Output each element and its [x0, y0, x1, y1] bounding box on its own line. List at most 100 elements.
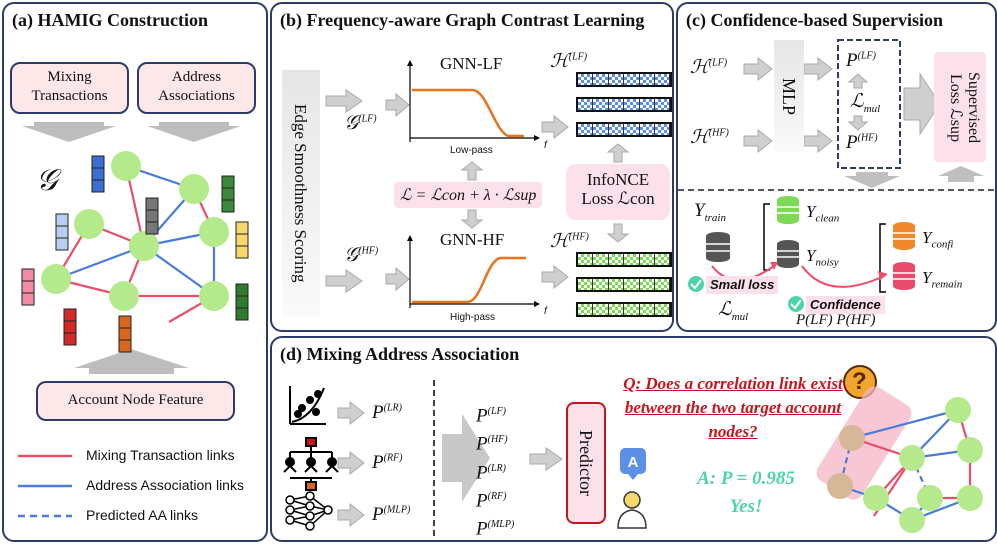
big-arrow-to-stack — [442, 414, 490, 502]
loss-formula: ℒ = ℒcon + λ · ℒsup — [400, 187, 537, 204]
small-loss-tag: Small loss — [706, 276, 779, 294]
mlp-label: MLP — [779, 78, 799, 116]
y-confi-symbol: Y — [922, 228, 932, 247]
embedding-row — [576, 122, 673, 137]
c-h-lf-symbol: ℋ — [690, 57, 709, 78]
y-noisy-subscript: noisy — [815, 256, 839, 269]
user-icon — [617, 491, 647, 529]
embedding-row — [576, 72, 673, 87]
embedding-row — [576, 302, 673, 317]
stack-p-lr: P(LR) — [476, 457, 514, 485]
embedding-cell — [624, 99, 640, 110]
low-pass-label: Low-pass — [450, 145, 493, 156]
feature-vector-blue — [91, 155, 105, 193]
stack-sup: (LF) — [487, 406, 506, 417]
stack-sym: P — [476, 433, 488, 455]
panel-b-graphics — [325, 60, 630, 308]
embedding-cell — [608, 99, 625, 110]
predictor-box: Predictor — [566, 402, 606, 524]
embedding-cell — [593, 304, 609, 315]
stack-sym: P — [476, 490, 488, 512]
mixing-transactions-label: Mixing Transactions — [31, 69, 108, 104]
y-remain-symbol: Y — [922, 268, 932, 287]
formula-arrow-down — [460, 209, 484, 229]
p-lr-symbol: P — [372, 402, 384, 423]
y-noisy-symbol: Y — [806, 246, 816, 265]
infonce-arrow-up — [606, 143, 630, 163]
arrow-lr — [337, 400, 365, 426]
up-arrow — [74, 349, 189, 374]
loss-formula-box: ℒ = ℒcon + λ · ℒsup — [394, 182, 542, 208]
supervised-loss-label: Supervised Loss ℒsup — [947, 72, 982, 144]
gnn-hf-label: GNN-HF — [440, 230, 505, 249]
embedding-cell — [654, 304, 671, 315]
y-confi-label: Yconfi — [922, 228, 953, 250]
c-h-hf-superscript: (HF) — [708, 127, 729, 139]
feature-vector-pink — [21, 268, 35, 306]
h-hf-symbol: ℋ — [550, 231, 569, 252]
g-lf-superscript: (LF) — [358, 113, 377, 125]
formula-arrow-up — [460, 161, 484, 181]
d-graph-nodes — [827, 397, 983, 533]
feature-vector-green — [221, 175, 235, 213]
embedding-row — [576, 277, 673, 292]
graph-nodes — [41, 151, 229, 311]
graph-node — [111, 151, 141, 181]
h-lf-superscript: (LF) — [568, 51, 588, 63]
arrow-to-predictor — [529, 447, 563, 471]
down-arrow-left — [22, 122, 116, 142]
stack-sup: (LR) — [487, 462, 506, 474]
panel-b-title: (b) Frequency-aware Graph Contrast Learn… — [280, 10, 645, 30]
embedding-cell — [608, 254, 625, 265]
embedding-cell — [639, 254, 655, 265]
p-rf-superscript: (RF) — [383, 452, 403, 464]
yremain-database-icon — [893, 262, 915, 290]
p-lf-superscript: (LF) — [857, 50, 876, 62]
y-remain-label: Yremain — [922, 268, 962, 290]
y-clean-symbol: Y — [806, 202, 816, 221]
feature-vector-red — [63, 308, 77, 346]
stack-p-lf: P(LF) — [476, 400, 514, 428]
h-hf-matrix — [576, 252, 673, 317]
panel-hamig-construction: (a) HAMIG Construction Mixing Transactio… — [2, 2, 268, 542]
h-lf-label: ℋ(LF) — [550, 50, 587, 73]
g-lf-symbol: 𝒢 — [344, 112, 359, 134]
graph-node — [109, 281, 139, 311]
embedding-cell — [624, 124, 640, 135]
down-arrow-right — [147, 122, 241, 142]
account-node-feature-box: Account Node Feature — [36, 381, 235, 421]
embedding-cell — [639, 74, 655, 85]
embedding-cell — [593, 254, 609, 265]
arrow-gnn-to-hhf — [541, 264, 569, 290]
l-mul-label: ℒmul — [850, 90, 880, 115]
h-hf-label: ℋ(HF) — [550, 230, 589, 253]
ynoisy-database-icon — [777, 240, 799, 268]
infonce-box: InfoNCE Loss ℒcon — [566, 164, 670, 220]
p-hf-superscript: (HF) — [857, 132, 878, 144]
panel-a-title: (a) HAMIG Construction — [12, 10, 208, 30]
embedding-cell — [593, 279, 609, 290]
p-rf-label: P(RF) — [372, 452, 403, 474]
g-hf-symbol: 𝒢 — [344, 244, 359, 266]
curve-arrow-confidence — [801, 265, 885, 288]
embedding-cell — [624, 74, 640, 85]
embedding-cell — [593, 74, 609, 85]
embedding-row — [576, 252, 673, 267]
embedding-cell — [578, 124, 594, 135]
p-lf-symbol: P — [846, 50, 858, 71]
y-train-subscript: train — [704, 211, 726, 224]
lowpass-curve — [412, 88, 524, 138]
gnn-lf-label: GNN-LF — [440, 54, 503, 73]
arrow-up-to-supervised — [938, 166, 984, 182]
confidence-label: Confidence — [810, 297, 881, 312]
arrow-gnn-to-hlf — [541, 114, 569, 140]
y-train-label: Ytrain — [694, 200, 726, 224]
l-mul-bottom-symbol: ℒ — [718, 299, 732, 320]
panel-a-graphics — [18, 122, 249, 518]
arrow-mlp-to-phf — [803, 128, 833, 154]
embedding-cell — [654, 124, 671, 135]
highpass-xaxis-tip — [534, 301, 540, 307]
embedding-cell — [608, 279, 625, 290]
embedding-cell — [654, 74, 671, 85]
feature-vector-yellow — [235, 221, 249, 259]
